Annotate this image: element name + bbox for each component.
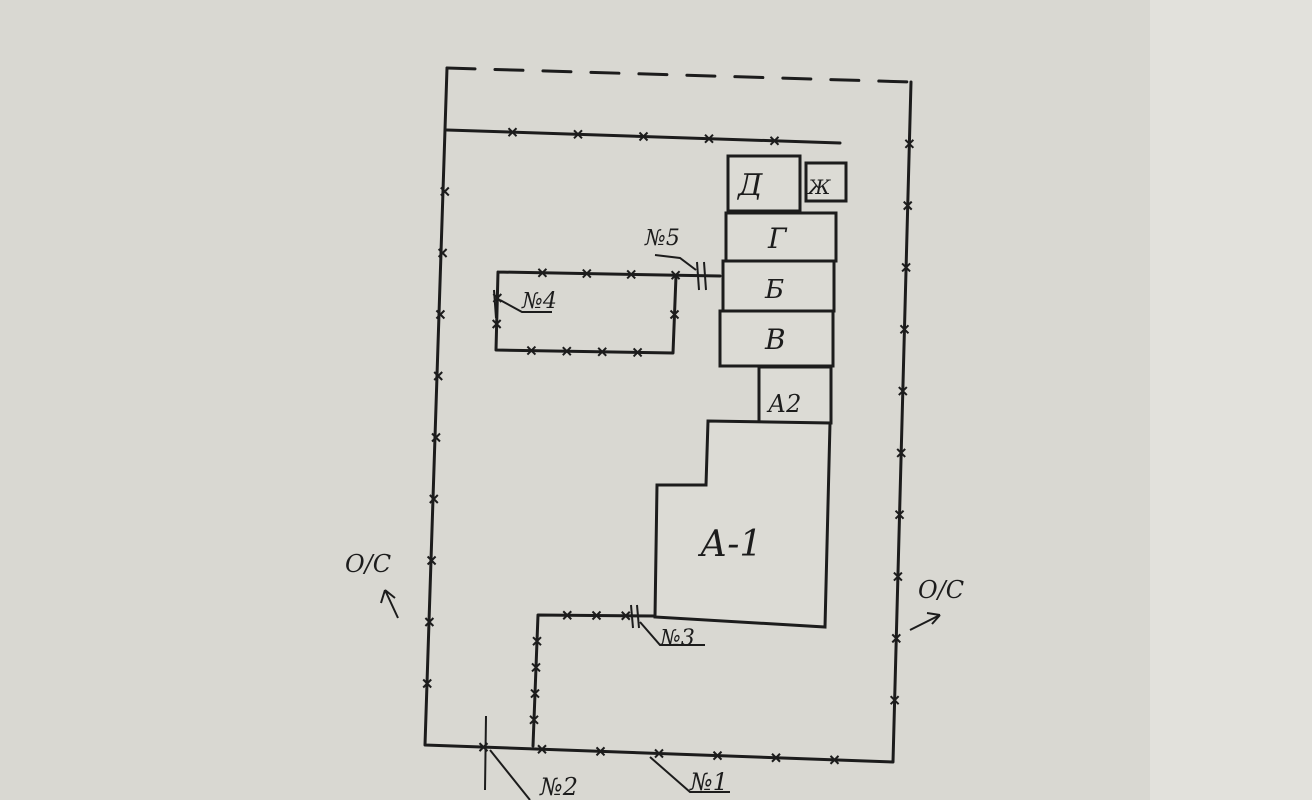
building-v — [718, 309, 835, 368]
label-neighbor-left: О/С — [345, 550, 391, 578]
fence-tick-mark — [903, 200, 913, 211]
fence-tick-mark — [669, 309, 680, 320]
building-a2 — [757, 365, 833, 425]
gate-n2 — [484, 715, 531, 800]
fence-tick-mark — [621, 611, 631, 621]
fence-tick-mark — [891, 633, 901, 644]
fence-tick-mark — [632, 347, 643, 358]
fence-tick-mark — [899, 324, 910, 334]
fence-tick-mark — [582, 268, 592, 279]
lot-boundary-dashed — [445, 66, 913, 84]
gate-n5 — [654, 254, 707, 291]
gate-n3 — [630, 604, 705, 646]
label-neighbor-right: О/С — [918, 576, 964, 604]
fence-tick-mark — [426, 555, 437, 566]
fence-tick-mark — [904, 139, 915, 149]
fence-tick-mark — [591, 610, 602, 621]
label-n2: №2 — [539, 773, 578, 800]
fence-tick-mark — [437, 248, 448, 258]
fence-tick-mark — [530, 688, 540, 699]
fence-tick-mark — [638, 131, 649, 142]
fence-tick-mark — [901, 262, 911, 273]
fence-tick-mark — [597, 347, 607, 357]
fence-tick-mark — [429, 494, 439, 504]
fence-tick-mark — [537, 268, 548, 278]
label-n5: №5 — [644, 226, 680, 251]
label-n4: №4 — [521, 289, 557, 314]
label-zh: Ж — [806, 175, 831, 199]
fence-tick-mark — [507, 127, 518, 137]
label-b: Б — [764, 275, 784, 305]
gate-n4 — [493, 289, 552, 319]
building-a1 — [653, 419, 832, 629]
fence-tick-mark — [769, 136, 780, 146]
fence-tick-mark — [896, 448, 906, 458]
label-g: Г — [767, 222, 788, 255]
label-a1: А-1 — [697, 524, 762, 565]
fence-tick-mark — [537, 744, 547, 754]
label-n3: №3 — [659, 626, 695, 651]
fence-tick-mark — [422, 678, 432, 689]
fence-tick-mark — [654, 748, 664, 759]
fence-tick-mark — [889, 695, 900, 705]
fence-tick-mark — [424, 617, 435, 627]
fence-tick-mark — [894, 510, 905, 520]
leader-n1 — [649, 756, 730, 793]
fence-tick-mark — [562, 610, 572, 620]
fence-tick-mark — [712, 750, 723, 761]
fence-tick-mark — [829, 755, 840, 765]
fence-tick-mark — [529, 715, 539, 725]
arrow-left-neighbor — [380, 589, 399, 619]
paper-highlight — [1150, 0, 1312, 800]
fence-tick-mark — [491, 319, 502, 329]
fence-tick-mark — [531, 662, 541, 673]
building-zh — [804, 161, 848, 203]
fence-tick-mark — [433, 371, 443, 381]
label-v: В — [764, 323, 786, 356]
label-n1: №1 — [689, 768, 728, 796]
fence-tick-mark — [771, 753, 781, 763]
fence-tick-mark — [526, 345, 537, 356]
fence-tick-mark — [573, 129, 583, 140]
fence-yard — [531, 613, 657, 748]
fence-tick-mark — [440, 186, 450, 197]
building-d — [726, 154, 802, 213]
fence-tick-mark — [562, 346, 572, 356]
fence-tick-marks — [422, 127, 915, 765]
fence-tick-mark — [435, 309, 446, 320]
fence-tick-mark — [595, 746, 606, 757]
building-g — [724, 211, 838, 263]
arrow-right-neighbor — [909, 612, 941, 631]
fence-tick-mark — [670, 270, 681, 280]
fence-tick-mark — [626, 269, 636, 280]
fence-tick-mark — [898, 386, 908, 396]
label-a2: А2 — [766, 390, 801, 418]
label-d: Д — [736, 168, 763, 203]
fence-tick-mark — [704, 133, 714, 144]
fence-tick-mark — [431, 432, 441, 443]
fence-tick-mark — [532, 636, 542, 646]
fence-tick-mark — [893, 571, 903, 582]
